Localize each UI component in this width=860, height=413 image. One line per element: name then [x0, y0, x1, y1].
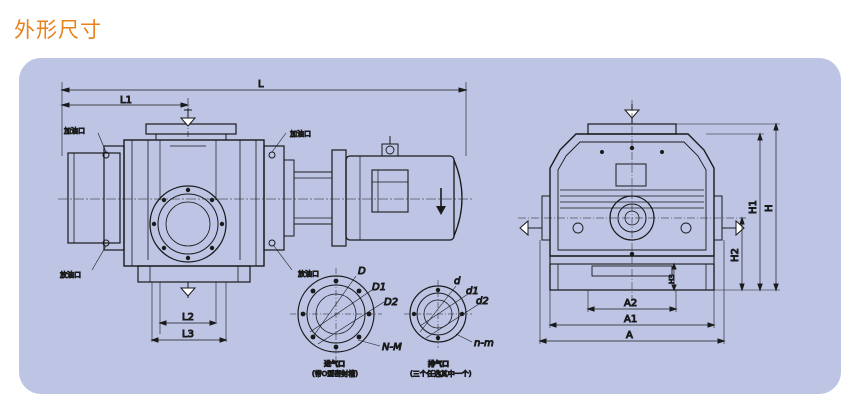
inlet-caption: 进气口 [324, 359, 345, 368]
dim-A: A [626, 330, 633, 341]
dim-A1: A1 [624, 314, 637, 325]
outlet-flange: d d1 d2 n-m 排气口 (三个任选其中一个) [404, 276, 494, 379]
note-oil-drain-left: 放油口 [60, 270, 81, 279]
dim-H: H [764, 204, 775, 212]
dim-d: d [454, 276, 461, 287]
dim-L: L [258, 79, 264, 90]
dim-H1: H1 [748, 200, 759, 214]
dim-A2: A2 [624, 298, 637, 309]
dim-L3: L3 [182, 329, 194, 340]
dim-N-M: N-M [382, 342, 402, 353]
page-title: 外形尺寸 [14, 18, 102, 42]
dim-n-m: n-m [474, 338, 494, 349]
side-view: A2 A1 A H H1 H2 H3 [518, 100, 780, 344]
front-view: L L1 [58, 79, 474, 343]
note-oil-fill-right: 加油口 [290, 129, 311, 138]
dim-H2: H2 [730, 248, 741, 262]
dim-D2: D2 [384, 297, 398, 308]
dim-D1: D1 [372, 282, 386, 293]
dim-d1: d1 [466, 286, 479, 297]
dim-L2: L2 [182, 312, 194, 323]
inlet-flange: D D1 D2 N-M 进气口 (带O型密封槽) [290, 266, 403, 379]
note-oil-fill-left: 加油口 [64, 126, 85, 135]
inlet-subcaption: (带O型密封槽) [312, 369, 358, 378]
dim-d2: d2 [476, 296, 489, 307]
dim-L1: L1 [120, 95, 132, 106]
outlet-caption: 排气口 [428, 359, 449, 368]
dim-H3: H3 [668, 274, 676, 284]
dim-D: D [358, 266, 366, 277]
drawing-panel [19, 58, 841, 394]
note-oil-drain-right: 放油口 [298, 269, 319, 278]
outlet-subcaption: (三个任选其中一个) [410, 369, 472, 378]
